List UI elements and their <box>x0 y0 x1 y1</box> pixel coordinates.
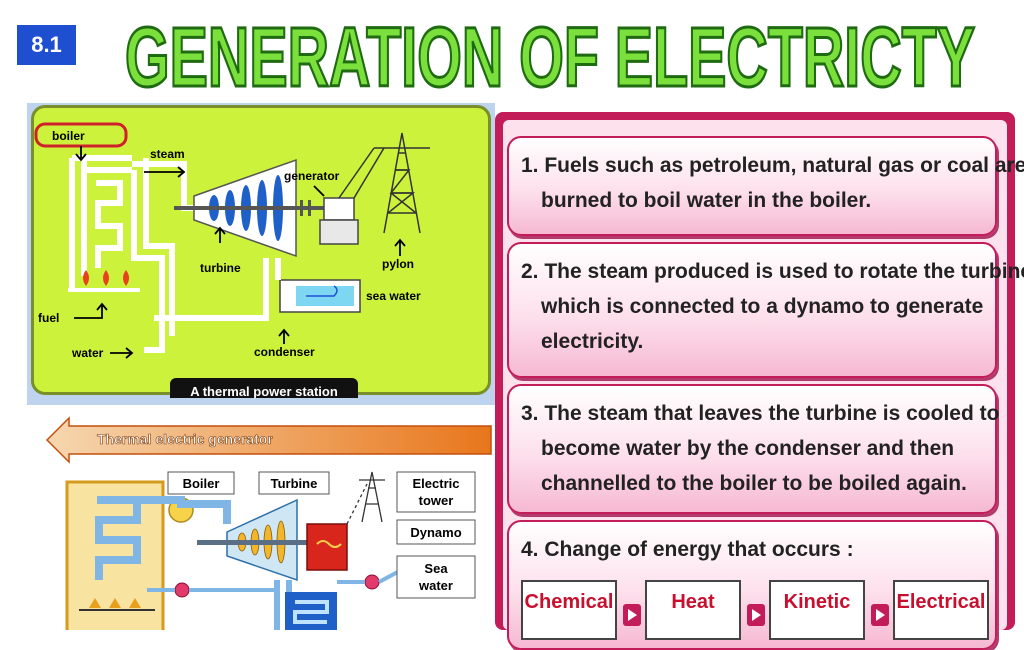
energy-box-kinetic: Kinetic <box>769 580 865 640</box>
thermal-power-station-panel: boiler steam generator turbine pylon sea… <box>27 103 495 405</box>
label-steam: steam <box>150 147 185 161</box>
label-box-tower <box>396 471 476 513</box>
generator-diagram: Thermal electric generator <box>45 416 492 634</box>
thermal-electric-generator-panel: Thermal electric generator <box>27 412 495 634</box>
boiler-flames <box>89 598 141 608</box>
label-condenser: condenser <box>254 345 315 359</box>
arrow-right-icon <box>871 604 889 626</box>
steam-pipe-blue <box>137 496 231 524</box>
label-sea-water: sea water <box>366 289 421 303</box>
label-box-turbine <box>258 471 330 495</box>
burner-flames <box>83 270 129 286</box>
water-return-pipe <box>131 170 165 353</box>
step-2-line-3: electricity. <box>541 330 644 353</box>
label-electric-tower-line1: Electric <box>413 476 460 491</box>
step-3-line-2: become water by the condenser and then <box>541 437 955 460</box>
arrow-right-icon <box>623 604 641 626</box>
thermal-diagram-area: boiler steam generator turbine pylon sea… <box>31 105 491 404</box>
sea-water-valve <box>364 574 380 590</box>
thermal-diagram: boiler steam generator turbine pylon sea… <box>34 122 430 404</box>
banner-arrow <box>45 416 492 464</box>
generator-box <box>323 197 355 221</box>
energy-box-heat: Heat <box>645 580 741 640</box>
label-water: water <box>71 346 104 360</box>
boiler-coil <box>95 180 123 268</box>
energy-box-electrical: Electrical <box>893 580 989 640</box>
label-box-dynamo <box>396 519 476 545</box>
step-4-line-1: 4. Change of energy that occurs : <box>521 538 854 561</box>
label-boiler-gen: Boiler <box>183 476 220 491</box>
pump-valve <box>174 582 190 598</box>
step-card-2: 2. The steam produced is used to rotate … <box>507 242 1024 378</box>
step-3-line-3: channelled to the boiler to be boiled ag… <box>541 472 967 495</box>
boiler-outer-pipe <box>69 155 132 288</box>
energy-box-chemical: Chemical <box>521 580 617 640</box>
label-generator: generator <box>284 169 340 183</box>
label-sea-water-line2: water <box>418 578 453 593</box>
section-number-badge: 8.1 <box>17 25 76 65</box>
step-2-line-1: 2. The steam produced is used to rotate … <box>521 260 1024 283</box>
label-box-sea-water <box>396 555 476 599</box>
step-card-4: 4. Change of energy that occurs : Chemic… <box>507 520 997 650</box>
turbine-shaft <box>174 206 324 210</box>
pylon-icon <box>338 132 430 234</box>
label-turbine-gen: Turbine <box>271 476 318 491</box>
page-title-text: GENERATION OF ELECTRICTY <box>125 10 975 96</box>
arrow-right-icon <box>747 604 765 626</box>
step-1-line-1: 1. Fuels such as petroleum, natural gas … <box>521 154 1024 177</box>
turbine-shaft-blue <box>197 540 327 545</box>
boiler-floor <box>68 288 140 292</box>
label-turbine: turbine <box>200 261 241 275</box>
step-3-line-1: 3. The steam that leaves the turbine is … <box>521 402 1000 425</box>
caption-text: A thermal power station <box>190 384 338 398</box>
label-fuel: fuel <box>38 311 59 325</box>
flow-arrows <box>74 146 406 359</box>
step-card-1: 1. Fuels such as petroleum, natural gas … <box>507 136 1024 236</box>
step-1-line-2: burned to boil water in the boiler. <box>541 189 872 212</box>
label-pylon: pylon <box>382 257 414 271</box>
generator-base <box>319 219 359 245</box>
steam-pipe <box>132 161 194 211</box>
electric-tower-icon <box>346 471 385 525</box>
page-title: GENERATION OF ELECTRICTY <box>124 9 977 97</box>
condenser-pipe <box>154 258 281 321</box>
step-card-3: 3. The steam that leaves the turbine is … <box>507 384 1000 514</box>
feed-pipe <box>143 158 175 336</box>
step-2-line-2: which is connected to a dynamo to genera… <box>541 295 984 318</box>
label-sea-water-line1: Sea <box>424 561 448 576</box>
turbine-blades-gold <box>237 520 286 564</box>
caption-box <box>170 378 358 404</box>
label-box-boiler <box>167 471 235 495</box>
dynamo-box <box>306 523 348 571</box>
banner-text: Thermal electric generator <box>97 431 273 447</box>
label-boiler: boiler <box>52 129 85 143</box>
boiler-coil-blue <box>95 496 141 580</box>
steps-panel: 1. Fuels such as petroleum, natural gas … <box>495 112 1024 650</box>
label-dynamo: Dynamo <box>410 525 461 540</box>
label-electric-tower-line2: tower <box>419 493 454 508</box>
